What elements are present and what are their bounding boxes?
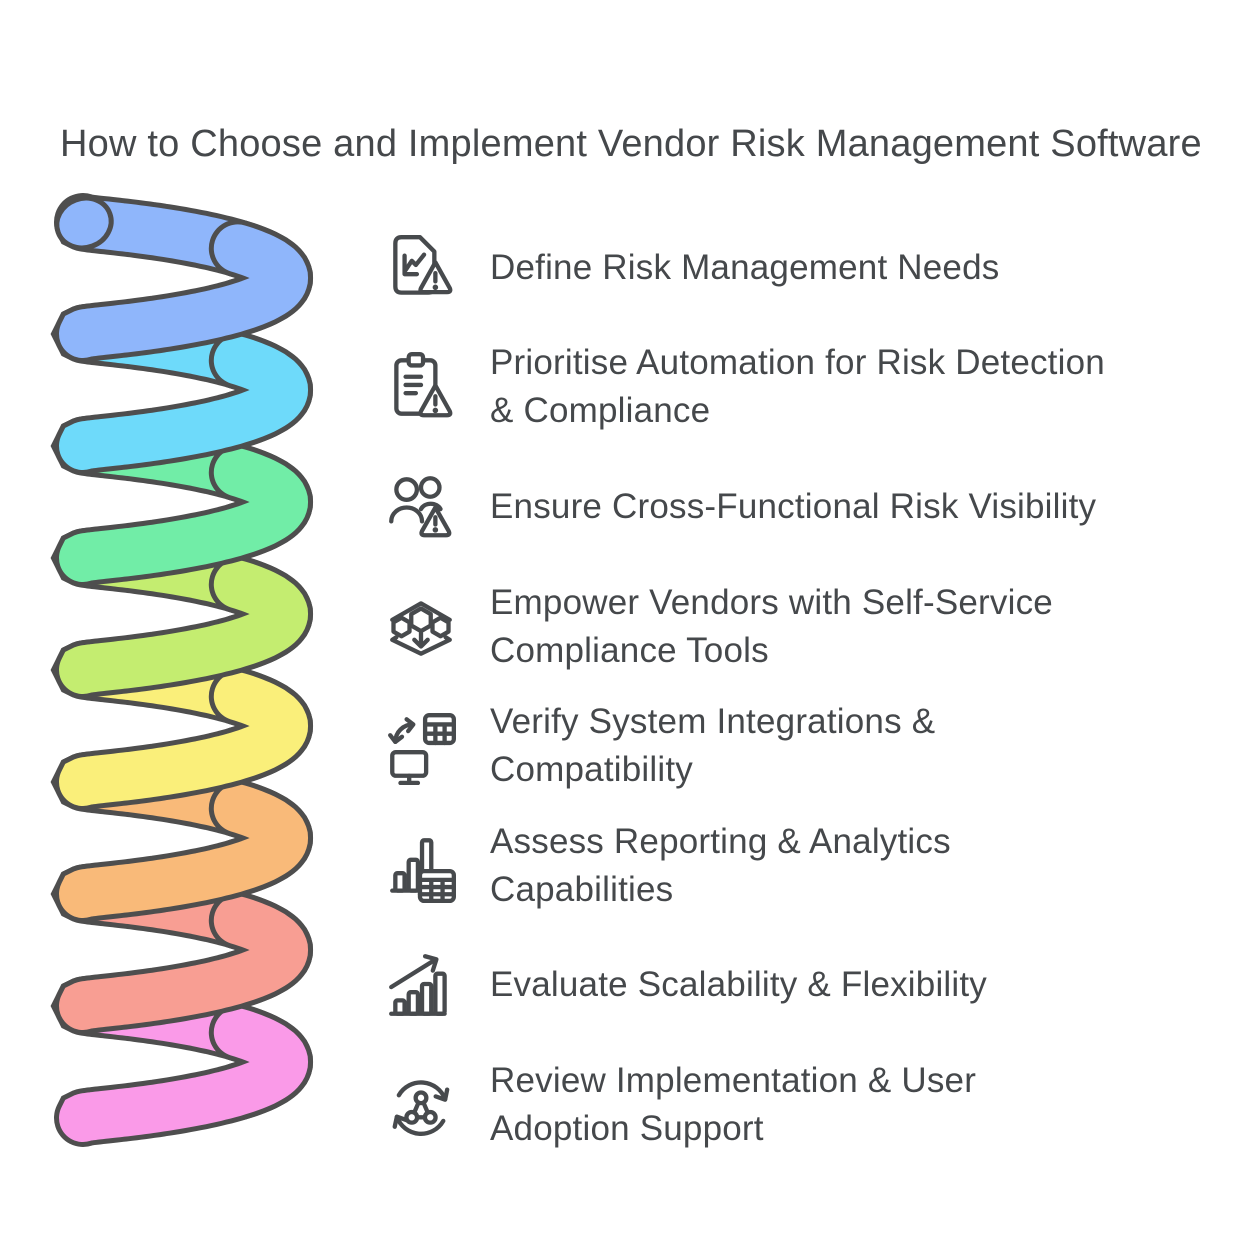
step-label: Assess Reporting & Analytics Capabilitie… — [490, 821, 951, 909]
list-item: Define Risk Management Needs — [382, 208, 1227, 328]
steps-list: Define Risk Management Needs Prioritise … — [382, 208, 1227, 1165]
list-item: Verify System Integrations & Compatibili… — [382, 686, 1227, 806]
step-label: Review Implementation & User Adoption Su… — [490, 1060, 977, 1148]
step-label: Define Risk Management Needs — [490, 247, 1000, 287]
users-warning-icon — [389, 476, 452, 538]
list-item: Review Implementation & User Adoption Su… — [382, 1045, 1227, 1165]
cycle-share-icon — [392, 1080, 450, 1136]
list-item: Ensure Cross-Functional Risk Visibility — [382, 447, 1227, 567]
step-label: Evaluate Scalability & Flexibility — [490, 965, 988, 1005]
step-label: Verify System Integrations & Compatibili… — [490, 702, 936, 790]
hexagon-distribution-icon — [390, 600, 452, 656]
growth-arrow-icon — [389, 954, 447, 1017]
clipboard-warning-icon — [394, 352, 453, 418]
list-item: Evaluate Scalability & Flexibility — [382, 926, 1227, 1046]
list-item: Empower Vendors with Self-Service Compli… — [382, 567, 1227, 687]
page-title: How to Choose and Implement Vendor Risk … — [60, 123, 1202, 166]
bar-chart-calculator-icon — [390, 837, 456, 903]
step-label: Ensure Cross-Functional Risk Visibility — [490, 486, 1097, 526]
document-risk-chart-warning-icon — [393, 234, 453, 295]
sync-table-monitor-icon — [388, 713, 456, 786]
step-label: Empower Vendors with Self-Service Compli… — [490, 582, 1053, 670]
list-item: Prioritise Automation for Risk Detection… — [382, 328, 1227, 448]
list-item: Assess Reporting & Analytics Capabilitie… — [382, 806, 1227, 926]
step-label: Prioritise Automation for Risk Detection… — [490, 343, 1105, 431]
